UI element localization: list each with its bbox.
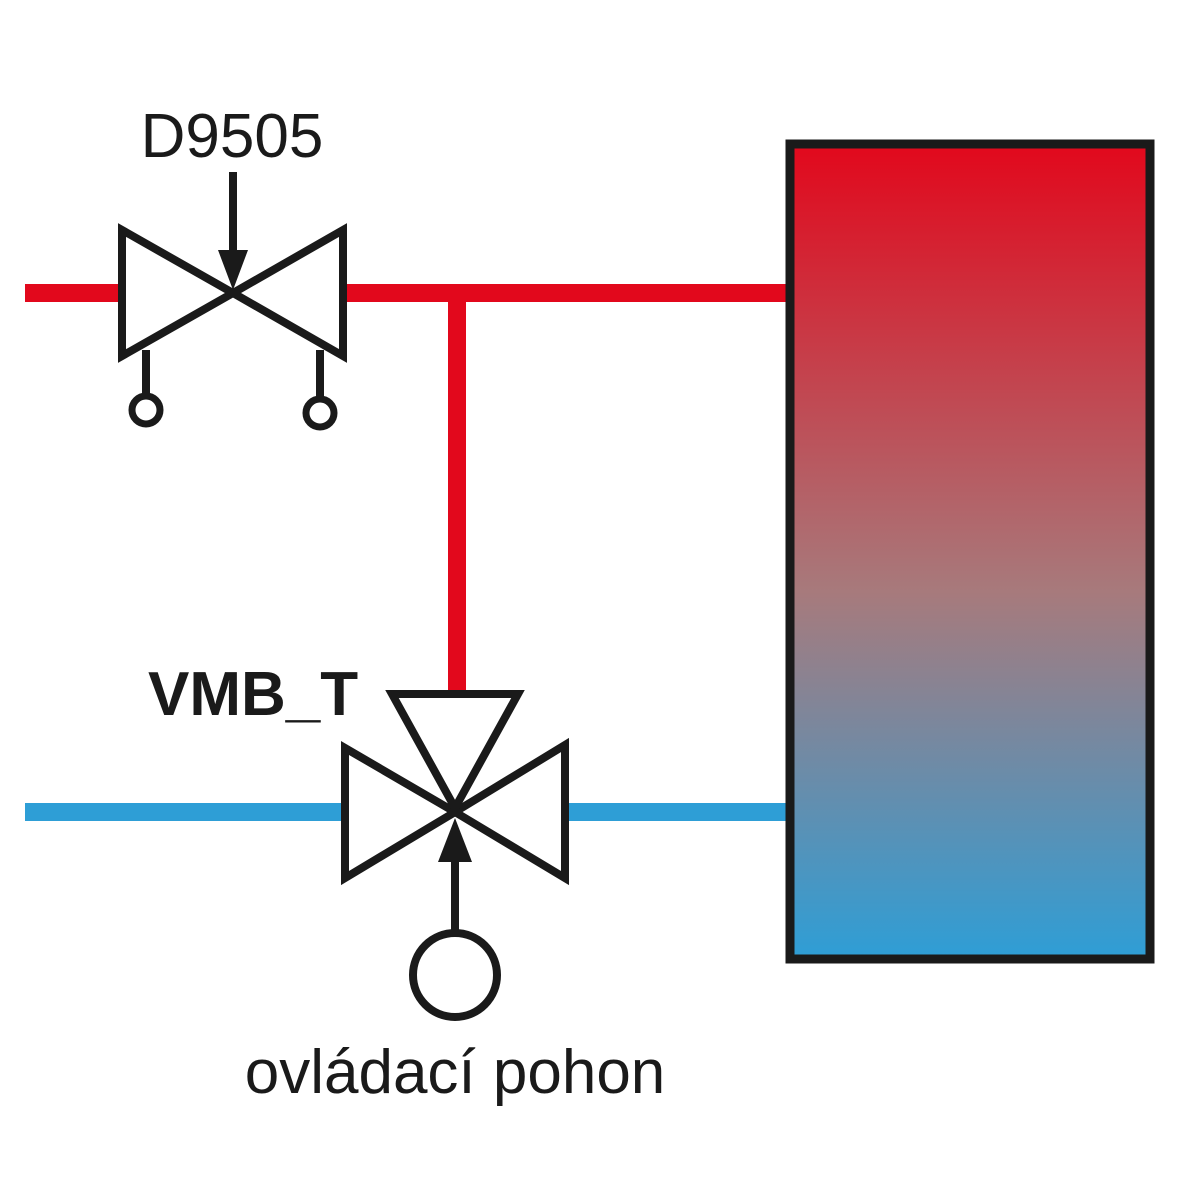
arrow-up-icon (438, 818, 472, 930)
mixing-valve-left-triangle (341, 741, 463, 886)
three-way-mixing-valve (341, 690, 569, 886)
mixing-valve-label: VMB_T (148, 660, 358, 729)
valve-right-triangle (224, 223, 347, 363)
mixing-valve-top-triangle (385, 690, 525, 817)
actuator-label: ovládací pohon (245, 1038, 666, 1107)
sensor-left-icon (128, 392, 164, 428)
two-way-valve (118, 223, 347, 431)
sensor-right-icon (302, 395, 338, 431)
top-valve-label: D9505 (141, 102, 324, 171)
arrow-down-icon (218, 172, 248, 290)
mixing-valve-right-triangle (447, 737, 569, 886)
actuator-circle (409, 929, 501, 1021)
storage-tank (785, 139, 1155, 964)
valve-left-triangle (118, 223, 242, 363)
